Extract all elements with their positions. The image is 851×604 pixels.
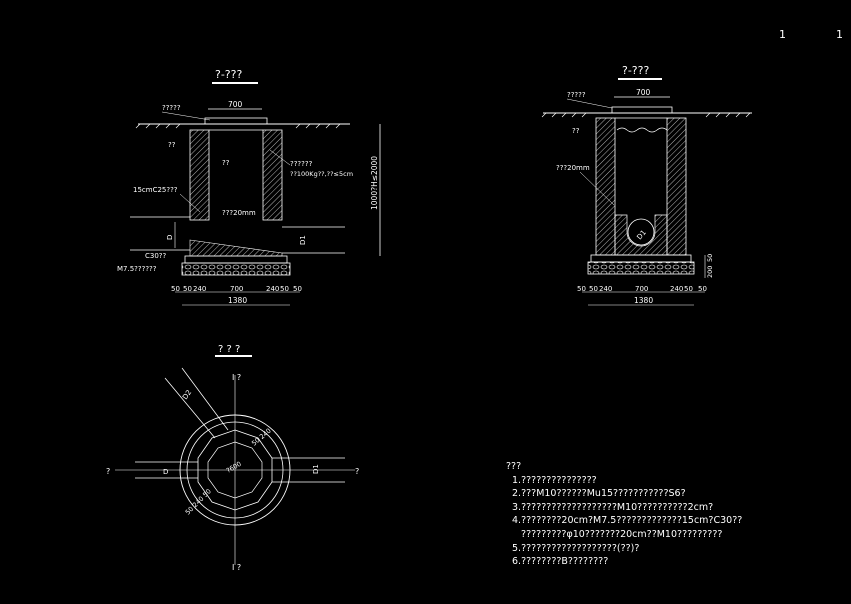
note-item: 5.???????????????????(??)? bbox=[512, 542, 640, 554]
manhole-cover bbox=[611, 106, 673, 114]
wall-inner-polygon bbox=[197, 429, 273, 511]
plan-d1-label: D1 bbox=[312, 464, 320, 474]
leader-line bbox=[179, 193, 201, 213]
branch-pipe-right bbox=[181, 367, 229, 431]
c30-base bbox=[590, 254, 692, 263]
sheet-number-left: 1 bbox=[779, 28, 786, 41]
gravel-bed bbox=[181, 262, 291, 276]
section-view-2: ?-??? 700 D1 200 50 ????? ?? ???20mm 50 … bbox=[541, 64, 752, 306]
dim-b2: 240 bbox=[599, 285, 612, 293]
dim-b6: 50 bbox=[293, 285, 302, 293]
label-wall: ?? bbox=[168, 141, 176, 149]
label-cover: ????? bbox=[162, 104, 181, 112]
plan-dim-center: ?600 bbox=[225, 460, 243, 475]
leader-line bbox=[566, 98, 613, 109]
sheet-number-right: 1 bbox=[836, 28, 843, 41]
dim-b0: 50 bbox=[577, 285, 586, 293]
plan-view: ? ? ? I ? I ? ? ? D D1 D2 50 240 50 240 … bbox=[106, 344, 359, 572]
label-plaster: ???20mm bbox=[222, 209, 256, 217]
bench-slope bbox=[189, 239, 283, 257]
c30-base bbox=[184, 255, 288, 264]
plan-dim-50-240b: 50 240 50 bbox=[184, 487, 213, 516]
note-item: 4.????????20cm?M7.5?????????????15cm?C30… bbox=[512, 515, 743, 527]
chamber-polygon bbox=[207, 441, 263, 499]
ground-hatch bbox=[135, 123, 341, 129]
notes-block: ??? 1.??????????????? 2.???M10??????Mu15… bbox=[506, 460, 742, 569]
side-dim-50: 50 bbox=[706, 254, 714, 262]
leader-line bbox=[269, 149, 291, 166]
dim-b0: 50 bbox=[171, 285, 180, 293]
plan-title: ? ? ? bbox=[218, 344, 240, 355]
label-note: ?????? bbox=[290, 160, 313, 168]
dim-total: 1380 bbox=[228, 296, 247, 305]
note-item: 3.???????????????????M10??????????2cm? bbox=[512, 501, 714, 513]
dim-b4: 240 bbox=[266, 285, 279, 293]
plan-d-label: D bbox=[163, 468, 168, 476]
right-wall bbox=[666, 117, 687, 256]
right-wall bbox=[262, 129, 283, 221]
dim-b5: 50 bbox=[280, 285, 289, 293]
section-view-1: ?-??? 700 1000?H≤2000 D D1 ????? bbox=[117, 68, 381, 306]
label-plaster: ???20mm bbox=[556, 164, 590, 172]
ground-hatch bbox=[541, 112, 751, 118]
dim-b3: 700 bbox=[635, 285, 648, 293]
label-c30: C30?? bbox=[145, 252, 167, 260]
dim-700: 700 bbox=[636, 88, 651, 97]
dim-b5: 50 bbox=[684, 285, 693, 293]
note-item: ?????????φ10???????20cm??M10????????? bbox=[512, 528, 723, 540]
dim-b2: 240 bbox=[193, 285, 206, 293]
dim-b1: 50 bbox=[589, 285, 598, 293]
branch-pipe-left bbox=[164, 377, 216, 439]
mark-right: ? bbox=[355, 467, 359, 476]
leader-line bbox=[161, 111, 211, 121]
dim-b3: 700 bbox=[230, 285, 243, 293]
pipe-circle bbox=[627, 218, 655, 246]
section-mark-bottom: I ? bbox=[232, 563, 241, 572]
note-item: 2.???M10??????Mu15???????????S6? bbox=[512, 488, 686, 500]
pipe-d1-label: D1 bbox=[635, 229, 647, 242]
label-wall: ?? bbox=[572, 127, 580, 135]
outer-ring bbox=[179, 414, 291, 526]
label-note2: ??100Kg??,??≤5cm bbox=[290, 170, 353, 178]
dim-700: 700 bbox=[228, 100, 243, 109]
section2-title: ?-??? bbox=[622, 64, 649, 77]
label-m75: M7.5?????? bbox=[117, 265, 157, 273]
pipe-d-label: D bbox=[166, 235, 174, 240]
height-dim: 1000?H≤2000 bbox=[370, 156, 379, 210]
side-dim-200: 200 bbox=[706, 266, 714, 278]
leader-line bbox=[579, 171, 615, 206]
label-water: ?? bbox=[222, 159, 230, 167]
water-line bbox=[616, 127, 668, 133]
wall-ring-outer bbox=[186, 421, 284, 519]
left-wall bbox=[189, 129, 210, 221]
mark-left: ? bbox=[106, 467, 110, 476]
label-c25: 15cmC25??? bbox=[133, 186, 178, 194]
note-item: 1.??????????????? bbox=[512, 474, 597, 486]
pipe-d1-label: D1 bbox=[299, 235, 307, 245]
manhole-cover bbox=[204, 117, 268, 125]
dim-total: 1380 bbox=[634, 296, 653, 305]
dim-b1: 50 bbox=[183, 285, 192, 293]
u-channel bbox=[614, 214, 668, 256]
gravel-bed bbox=[587, 261, 695, 275]
dim-b4: 240 bbox=[670, 285, 683, 293]
dim-b6: 50 bbox=[698, 285, 707, 293]
note-item: 6.????????B???????? bbox=[512, 556, 609, 568]
notes-heading: ??? bbox=[506, 461, 522, 472]
section-mark-top: I ? bbox=[232, 373, 241, 382]
label-cover: ????? bbox=[567, 91, 586, 99]
section1-title: ?-??? bbox=[215, 68, 242, 81]
left-wall bbox=[595, 117, 616, 256]
